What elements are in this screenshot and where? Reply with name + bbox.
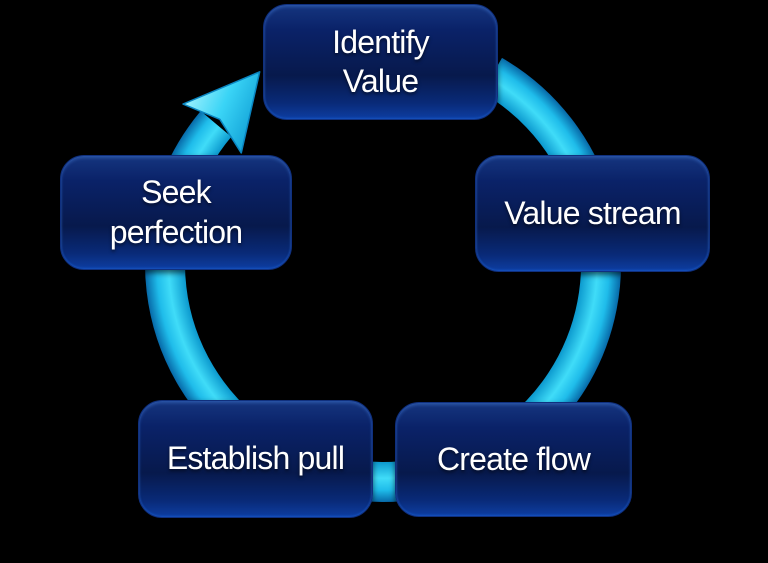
step-label-value-stream: Value stream: [504, 194, 681, 231]
step-label-identify-value: Identify Value: [332, 23, 430, 99]
step-label-seek-perfection: Seek perfection: [109, 174, 243, 250]
step-label-establish-pull: Establish pull: [166, 440, 345, 477]
step-box-value-stream: Value stream: [475, 155, 710, 272]
step-box-seek-perfection: Seek perfection: [60, 155, 292, 270]
cycle-arrow-head: [182, 71, 261, 154]
step-box-establish-pull: Establish pull: [138, 400, 373, 518]
step-box-identify-value: Identify Value: [263, 4, 498, 120]
step-label-create-flow: Create flow: [436, 440, 591, 477]
step-box-create-flow: Create flow: [395, 402, 632, 517]
